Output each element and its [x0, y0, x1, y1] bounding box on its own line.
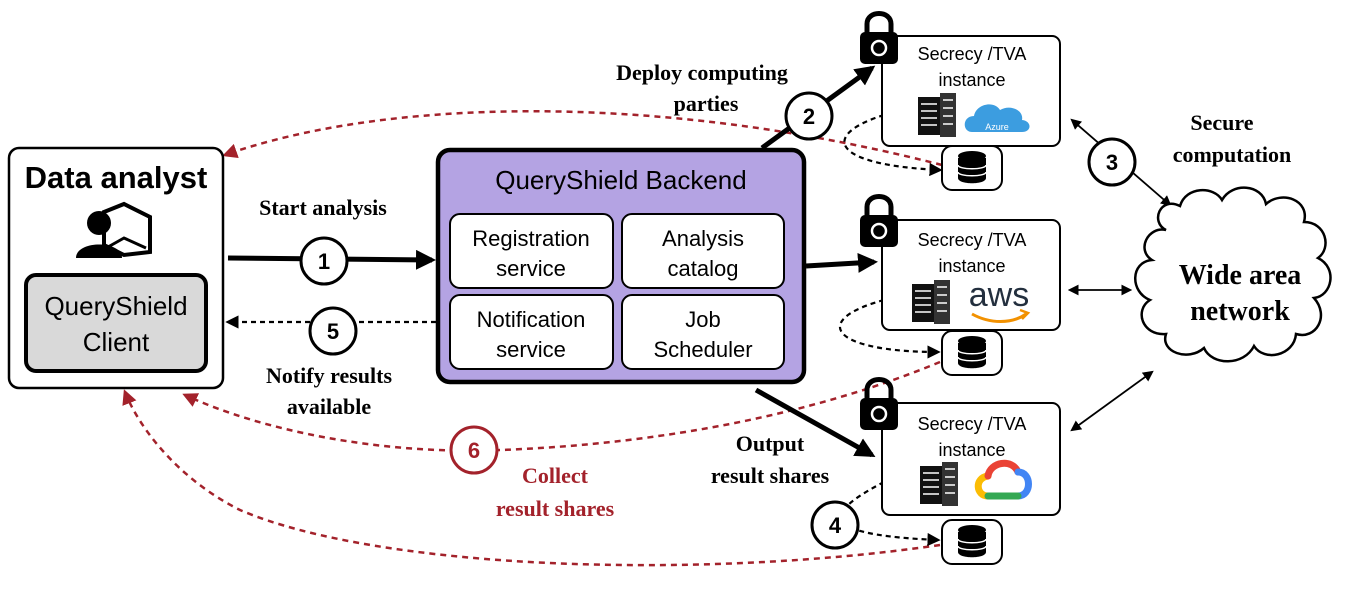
database-icon — [941, 145, 1003, 191]
output-arrow — [754, 387, 876, 458]
notification-service-line1: Notification — [477, 307, 586, 332]
step-6-number: 6 — [468, 438, 480, 463]
padlock-icon — [860, 11, 898, 64]
step-1-number: 1 — [318, 249, 330, 274]
notification-service-box — [449, 294, 614, 370]
output-label-line2: result shares — [711, 463, 830, 488]
instance-gcp: Secrecy /TVA instance — [881, 402, 1061, 516]
instance-azure: Secrecy /TVA instance Azure — [881, 35, 1061, 147]
secure-label-line1: Secure — [1190, 110, 1253, 135]
step-2-badge: 2 — [784, 91, 834, 141]
padlock-icon — [860, 194, 898, 247]
server-rack-icon — [920, 462, 958, 506]
flow-labels: Start analysis Deploy computing parties … — [259, 60, 1291, 521]
step-5-number: 5 — [327, 319, 339, 344]
azure-cloud-icon: Azure — [964, 104, 1030, 132]
client-box — [24, 273, 208, 373]
registration-service-line1: Registration — [472, 226, 589, 251]
job-scheduler-line2: Scheduler — [653, 337, 752, 362]
instance1-to-db — [843, 113, 943, 177]
analysis-catalog-box — [621, 213, 785, 289]
server-rack-icon — [918, 93, 956, 137]
backend-title: QueryShield Backend — [495, 165, 746, 195]
instance-azure-line2: instance — [938, 70, 1005, 90]
deploy-label-line2: parties — [674, 91, 739, 116]
job-scheduler-line1: Job — [685, 307, 720, 332]
network-label-line1: Wide area — [1179, 260, 1302, 291]
analysis-catalog-line1: Analysis — [662, 226, 744, 251]
instance-aws-line2: instance — [938, 256, 1005, 276]
instance-azure-line1: Secrecy /TVA — [918, 44, 1027, 64]
data-analyst-title: Data analyst — [25, 160, 208, 195]
aws-label: aws — [969, 276, 1029, 314]
output-label-line1: Output — [736, 431, 805, 456]
backend-box: QueryShield Backend Registration service… — [435, 147, 807, 385]
step-6-badge: 6 — [449, 425, 499, 475]
job-scheduler-box — [621, 294, 785, 370]
aws-logo-icon: aws — [969, 276, 1031, 323]
instance-aws-line1: Secrecy /TVA — [918, 230, 1027, 250]
google-cloud-icon — [974, 459, 1032, 500]
wide-area-network-cloud: Wide area network — [1134, 186, 1332, 363]
instance-gcp-line1: Secrecy /TVA — [918, 414, 1027, 434]
step-2-number: 2 — [803, 104, 815, 129]
step-1-badge: 1 — [299, 236, 349, 286]
notify-label-line1: Notify results — [266, 363, 393, 388]
padlock-icon — [860, 377, 898, 430]
collect-line-middle — [182, 360, 941, 452]
instance-gcp-line2: instance — [938, 440, 1005, 460]
collect-label-line2: result shares — [496, 496, 615, 521]
database-icon — [941, 330, 1003, 376]
client-label-line1: QueryShield — [44, 291, 187, 321]
backend-to-instance2-arrow — [805, 252, 878, 273]
link-instance3-network — [1070, 370, 1154, 432]
client-label-line2: Client — [83, 327, 150, 357]
instance-aws: Secrecy /TVA instance aws — [881, 219, 1061, 331]
step-5-badge: 5 — [308, 306, 358, 356]
registration-service-box — [449, 213, 614, 289]
analysis-catalog-line2: catalog — [668, 256, 739, 281]
notify-label-line2: available — [287, 394, 372, 419]
collect-line-bottom — [122, 389, 941, 567]
azure-label: Azure — [985, 122, 1009, 132]
start-analysis-label: Start analysis — [259, 195, 387, 220]
collect-label-line1: Collect — [522, 463, 589, 488]
step-3-number: 3 — [1106, 150, 1118, 175]
deploy-label-line1: Deploy computing — [616, 60, 788, 85]
database-icon — [941, 519, 1003, 565]
notification-service-line2: service — [496, 337, 566, 362]
data-analyst-box: Data analyst QueryShield Client — [7, 146, 225, 390]
network-label-line2: network — [1190, 296, 1290, 327]
step-3-badge: 3 — [1087, 137, 1137, 187]
step-4-number: 4 — [829, 513, 842, 538]
step-4-badge: 4 — [810, 500, 860, 550]
analyst-icon — [76, 201, 152, 258]
secure-label-line2: computation — [1173, 142, 1292, 167]
server-rack-icon — [912, 280, 950, 324]
registration-service-line2: service — [496, 256, 566, 281]
